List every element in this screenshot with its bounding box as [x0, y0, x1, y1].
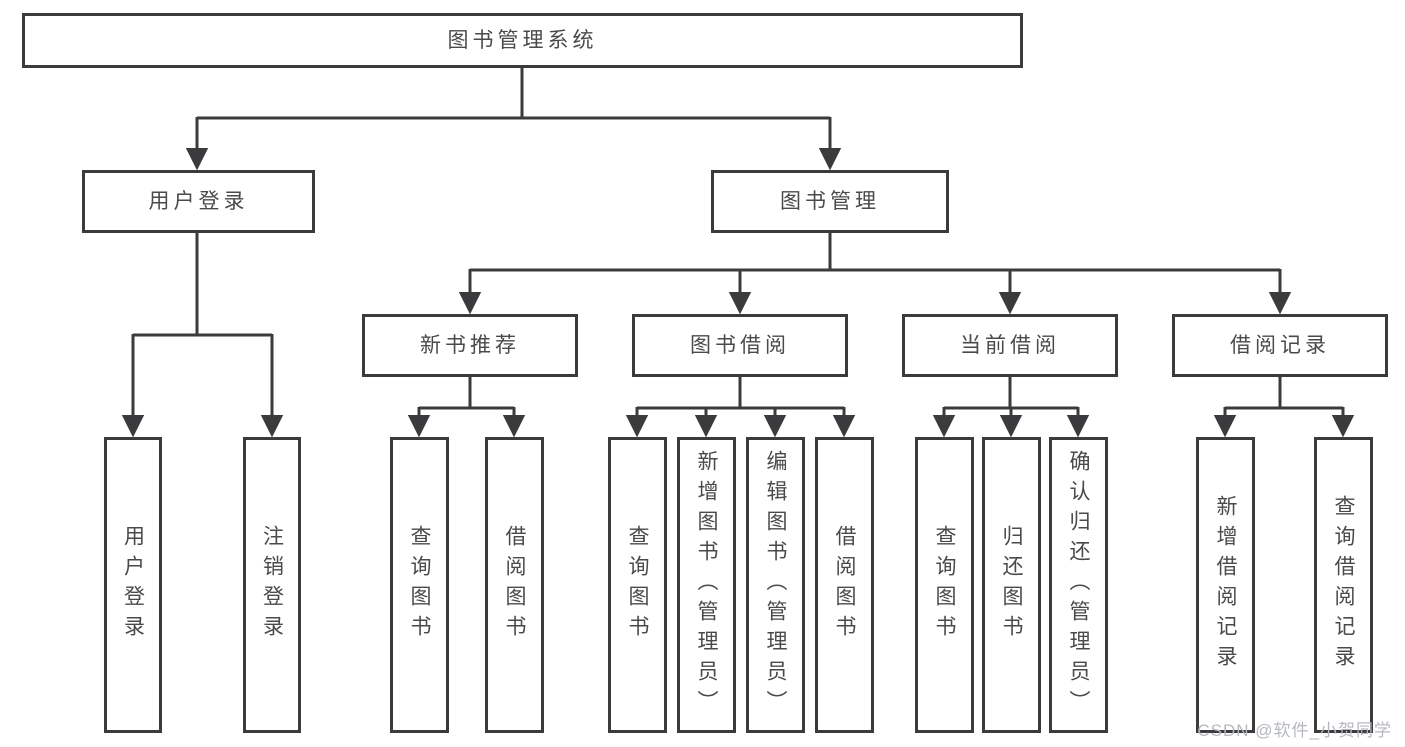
- leaf-label: 借阅图书: [503, 525, 526, 645]
- node-label: 新书推荐: [420, 334, 520, 357]
- leaf-label: 确认归还（管理员）: [1067, 450, 1090, 720]
- leaf-label: 新增图书（管理员）: [695, 450, 718, 720]
- leaf-label: 编辑图书（管理员）: [764, 450, 787, 720]
- leaf-label: 归还图书: [1000, 525, 1023, 645]
- node-label: 图书管理系统: [447, 29, 598, 52]
- leaf-logout-login: 注销登录: [243, 437, 301, 733]
- leaf-query-borrow-record: 查询借阅记录: [1314, 437, 1373, 733]
- leaf-query-books: 查询图书: [390, 437, 449, 733]
- leaf-add-books-admin: 新增图书（管理员）: [677, 437, 736, 733]
- node-new-book-recommend: 新书推荐: [362, 314, 578, 377]
- node-current-borrowing: 当前借阅: [902, 314, 1118, 377]
- leaf-label: 查询借阅记录: [1332, 495, 1355, 675]
- leaf-edit-books-admin: 编辑图书（管理员）: [746, 437, 805, 733]
- node-label: 当前借阅: [960, 334, 1060, 357]
- node-book-borrowing: 图书借阅: [632, 314, 848, 377]
- leaf-label: 新增借阅记录: [1214, 495, 1237, 675]
- leaf-label: 注销登录: [260, 525, 284, 645]
- leaf-confirm-return-admin: 确认归还（管理员）: [1049, 437, 1108, 733]
- node-label: 图书借阅: [690, 334, 790, 357]
- leaf-query-books-borrowing: 查询图书: [608, 437, 667, 733]
- leaf-return-books: 归还图书: [982, 437, 1041, 733]
- leaf-borrow-books: 借阅图书: [485, 437, 544, 733]
- node-label: 借阅记录: [1230, 334, 1330, 357]
- leaf-label: 查询图书: [933, 525, 956, 645]
- node-book-management: 图书管理: [711, 170, 949, 233]
- leaf-label: 用户登录: [121, 525, 145, 645]
- node-user-login: 用户登录: [82, 170, 315, 233]
- leaf-label: 查询图书: [408, 525, 431, 645]
- leaf-user-login: 用户登录: [104, 437, 162, 733]
- leaf-label: 借阅图书: [833, 525, 856, 645]
- node-label: 用户登录: [148, 190, 249, 213]
- leaf-query-books-current: 查询图书: [915, 437, 974, 733]
- node-library-management-system: 图书管理系统: [22, 13, 1023, 68]
- node-label: 图书管理: [780, 190, 880, 213]
- leaf-label: 查询图书: [626, 525, 649, 645]
- leaf-add-borrow-record: 新增借阅记录: [1196, 437, 1255, 733]
- leaf-borrow-books-borrowing: 借阅图书: [815, 437, 874, 733]
- csdn-watermark: CSDN @软件_小贺同学: [1197, 721, 1392, 740]
- node-borrowing-records: 借阅记录: [1172, 314, 1388, 377]
